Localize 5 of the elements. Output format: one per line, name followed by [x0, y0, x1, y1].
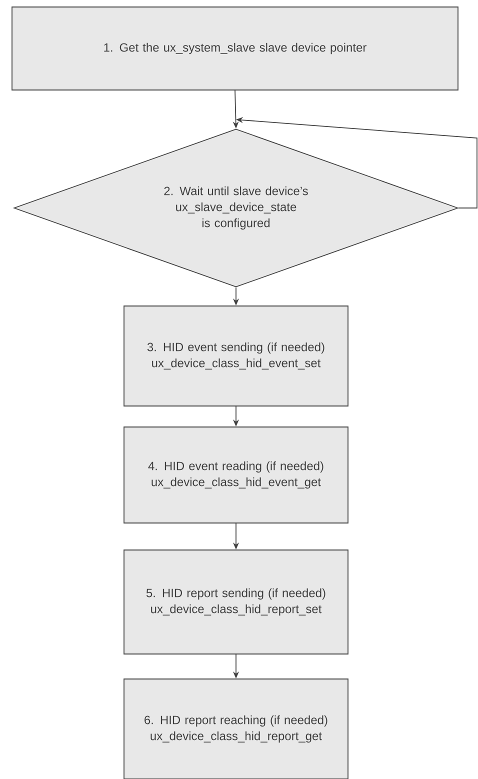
process-box: 5. HID report sending (if needed) ux_device_class_hid_report_set [124, 550, 348, 654]
process-box: 1. Get the ux_system_slave slave device pointer [12, 6, 458, 90]
process-box: 3. HID event sending (if needed) ux_device_class_hid_event_set [124, 306, 348, 406]
process-box: 6. HID report reaching (if needed) ux_device_class_hid_report_get [124, 678, 348, 779]
process-box: 4. HID event reading (if needed) ux_device_class_hid_event_get [124, 426, 348, 524]
